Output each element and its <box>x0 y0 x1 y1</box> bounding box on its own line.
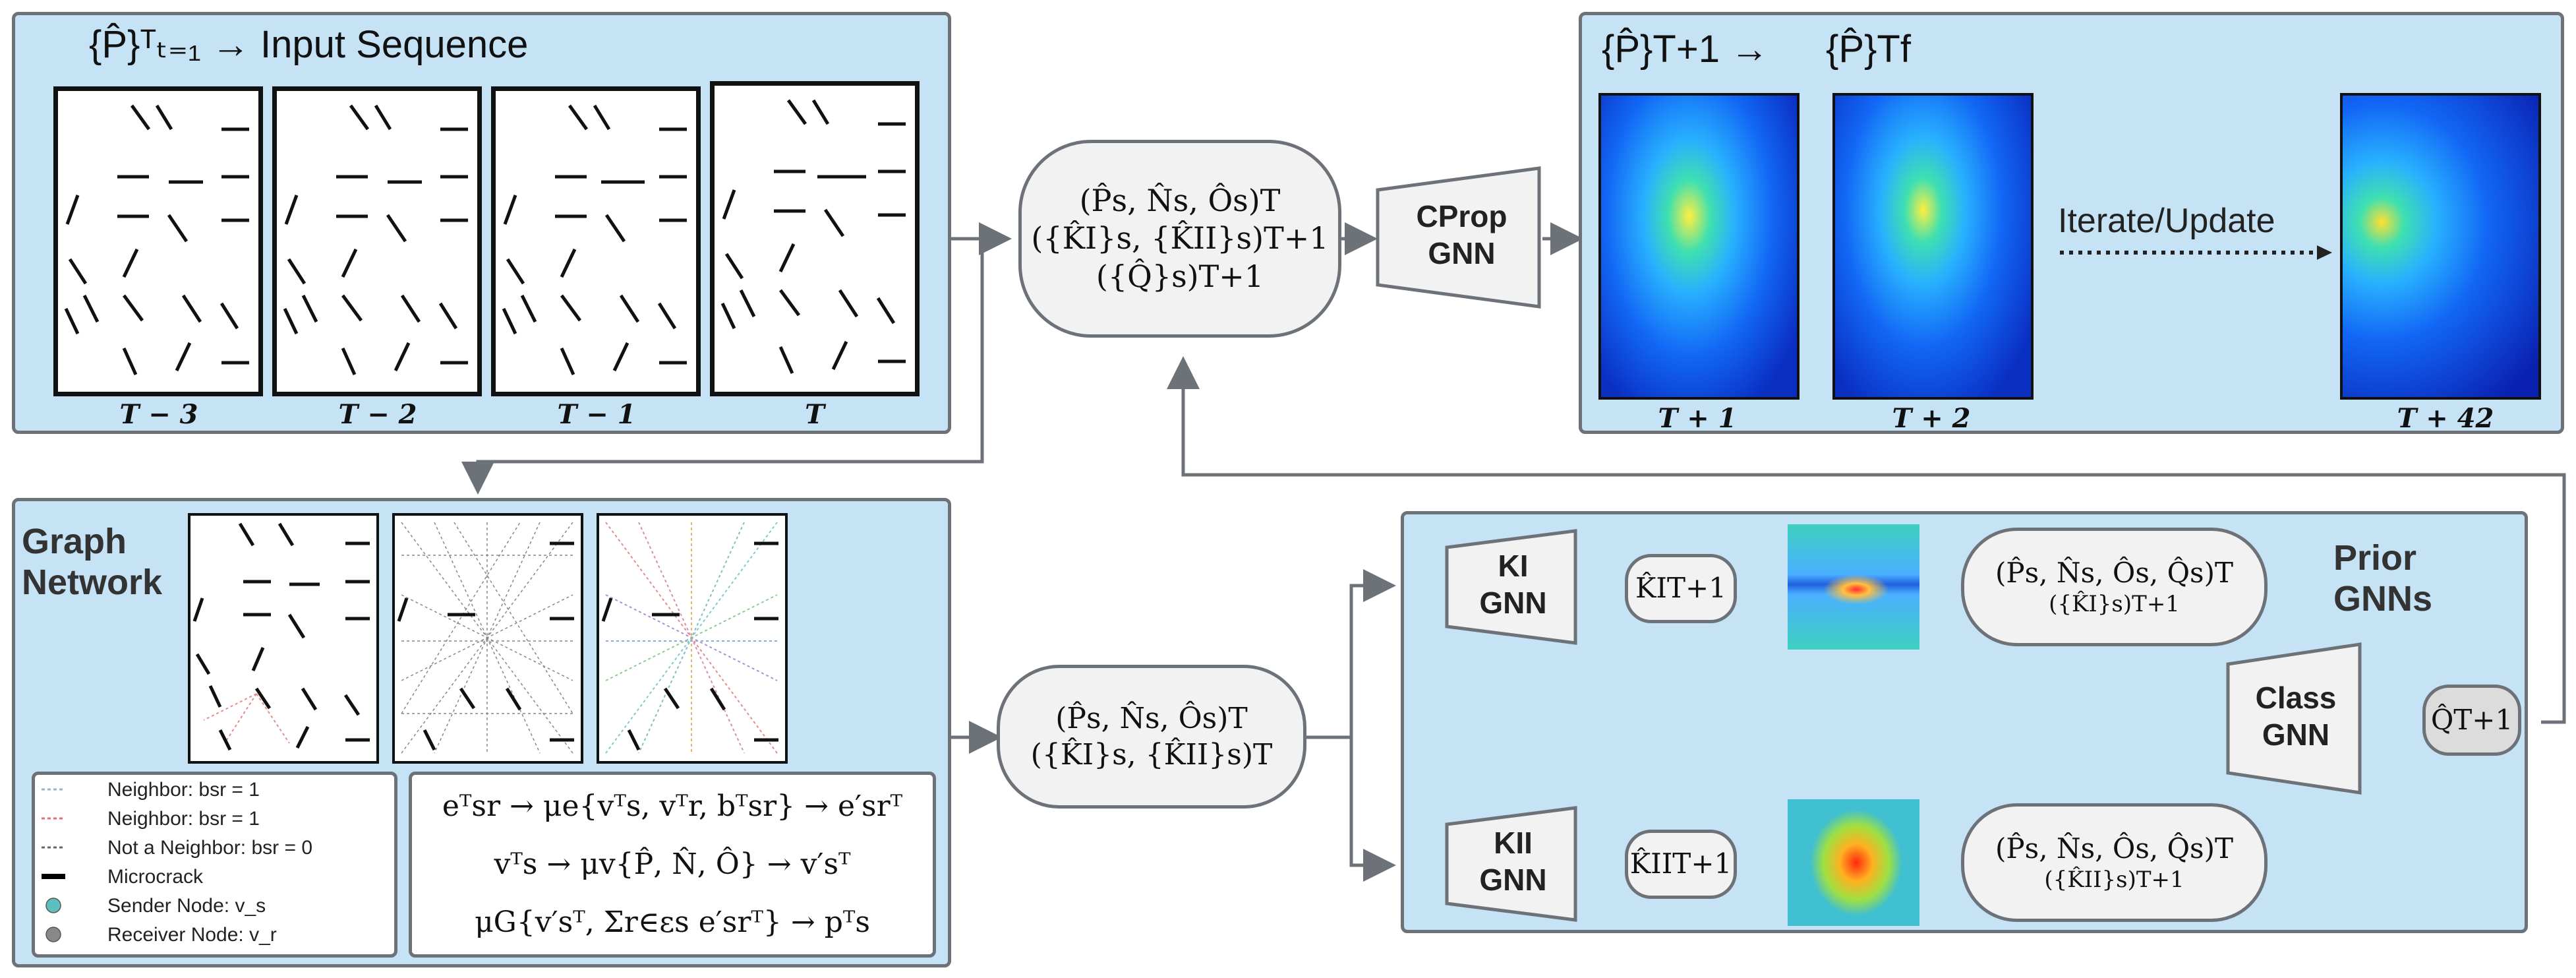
frame-label: T <box>805 399 825 430</box>
microcrack-pattern <box>720 99 906 375</box>
kii-output-pill: K̂IIT+1 <box>1625 830 1737 899</box>
graph-frame-3 <box>597 513 788 764</box>
state-equation-line: (P̂s, N̂s, Ôs)T <box>1079 182 1281 218</box>
legend-item: Neighbor: bsr = 1 <box>107 779 260 801</box>
mid-state-pill: (P̂s, N̂s, Ôs)T ({K̂I}s, {K̂II}s)T <box>997 665 1306 809</box>
graph-neighbors-pattern <box>192 522 370 751</box>
heatmap-frame-3 <box>2340 93 2541 400</box>
frame-label: T − 2 <box>338 399 417 430</box>
graph-legend: Neighbor: bsr = 1 Neighbor: bsr = 1 Not … <box>32 772 397 958</box>
microcrack-pattern <box>502 104 687 376</box>
legend-marker-neighbor-red <box>42 817 65 820</box>
legend-item: Receiver Node: v_r <box>107 924 277 946</box>
legend-marker-sender <box>45 898 61 913</box>
state-equation-line: (P̂s, N̂s, Ôs)T <box>1055 702 1248 735</box>
ki-output-pill: K̂IT+1 <box>1625 554 1737 623</box>
ki-state-pill: (P̂s, N̂s, Ôs, Q̂s)T ({K̂I}s)T+1 <box>1961 528 2268 646</box>
iterate-label: Iterate/Update <box>2058 202 2275 240</box>
heatmap-frame-2 <box>1832 93 2034 400</box>
output-panel: {P̂}T+1 → {P̂}Tf Iterate/Update T + 1 T … <box>1579 12 2564 434</box>
center-state-pill: (P̂s, N̂s, Ôs)T ({K̂I}s, {K̂II}s)T+1 ({Q… <box>1018 140 1341 338</box>
graph-frame-2 <box>392 513 583 764</box>
legend-marker-not-neighbor <box>42 846 65 849</box>
global-update-formula: μG{v′sᵀ, Σr∈εs e′srᵀ} → pᵀs <box>475 905 870 939</box>
iterate-arrow <box>2060 245 2332 260</box>
node-update-formula: vᵀs → μv{P̂, N̂, Ô} → v′sᵀ <box>494 847 851 881</box>
input-sequence-panel: {P̂}ᵀₜ₌₁ → Input Sequence <box>12 12 951 434</box>
frame-label: T + 1 <box>1658 403 1737 434</box>
microcrack-pattern <box>64 104 249 376</box>
kii-stress-heatmap <box>1788 799 1919 926</box>
kii-gnn-shape <box>1445 806 1577 922</box>
frame-label: T − 3 <box>119 399 198 430</box>
graph-full-pattern <box>397 522 574 754</box>
input-sequence-title: {P̂}ᵀₜ₌₁ → Input Sequence <box>89 23 529 66</box>
output-title-right: {P̂}Tf <box>1826 28 1911 71</box>
input-frame-2 <box>272 86 482 396</box>
cprop-gnn-shape <box>1376 166 1541 309</box>
graph-colored-pattern <box>601 522 778 754</box>
ki-stress-heatmap <box>1788 524 1919 650</box>
prior-gnns-title: Prior GNNs <box>2333 538 2433 619</box>
legend-item: Not a Neighbor: bsr = 0 <box>107 837 313 859</box>
legend-marker-receiver <box>45 927 61 942</box>
heatmap-frame-1 <box>1598 93 1800 400</box>
class-equation-line: ({Q̂}s)T+1 <box>1096 258 1264 294</box>
microcrack-pattern <box>283 104 468 376</box>
class-gnn-shape <box>2226 642 2362 795</box>
legend-marker-neighbor-blue <box>42 788 65 791</box>
output-title-left: {P̂}T+1 → <box>1602 28 1769 71</box>
legend-item: Microcrack <box>107 866 204 888</box>
frame-label: T + 42 <box>2397 403 2494 434</box>
q-output-pill: Q̂T+1 <box>2422 685 2521 756</box>
graph-formulas: eᵀsr → μe{vᵀs, vᵀr, bᵀsr} → e′srᵀ vᵀs → … <box>409 772 936 958</box>
legend-marker-microcrack <box>42 874 65 879</box>
input-frame-3 <box>491 86 701 396</box>
frame-label: T + 2 <box>1892 403 1971 434</box>
edge-update-formula: eᵀsr → μe{vᵀs, vᵀr, bᵀsr} → e′srᵀ <box>442 789 903 823</box>
legend-item: Neighbor: bsr = 1 <box>107 808 260 830</box>
legend-item: Sender Node: v_s <box>107 895 266 917</box>
graph-frame-1 <box>188 513 379 764</box>
input-frame-1 <box>53 86 263 396</box>
stress-equation-line: ({K̂I}s, {K̂II}s)T+1 <box>1031 220 1329 257</box>
ki-gnn-shape <box>1445 529 1577 645</box>
input-frame-4 <box>710 81 920 396</box>
stress-equation-line: ({K̂I}s, {K̂II}s)T <box>1030 738 1273 772</box>
frame-label: T − 1 <box>557 399 636 430</box>
kii-state-pill: (P̂s, N̂s, Ôs, Q̂s)T ({K̂II}s)T+1 <box>1961 803 2268 922</box>
